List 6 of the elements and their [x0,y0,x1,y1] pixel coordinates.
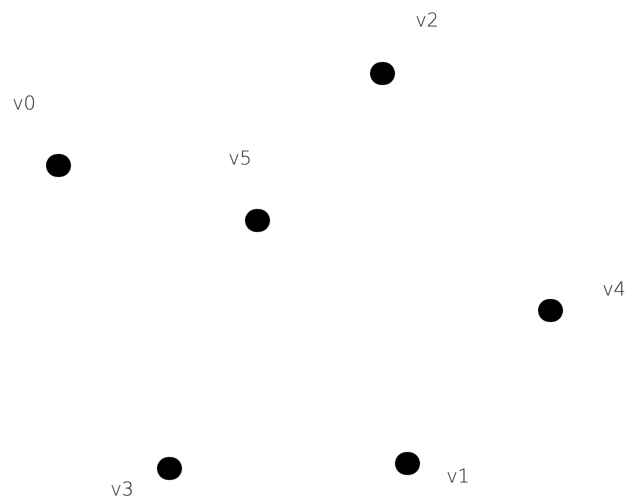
vertex-label: v0 [12,94,36,114]
vertex-label: v5 [228,150,252,168]
vertex-label: v3 [110,480,134,500]
vertex-label: v4 [602,280,626,300]
vertex-label: v2 [415,12,439,30]
vertex-label: v1 [446,468,470,486]
